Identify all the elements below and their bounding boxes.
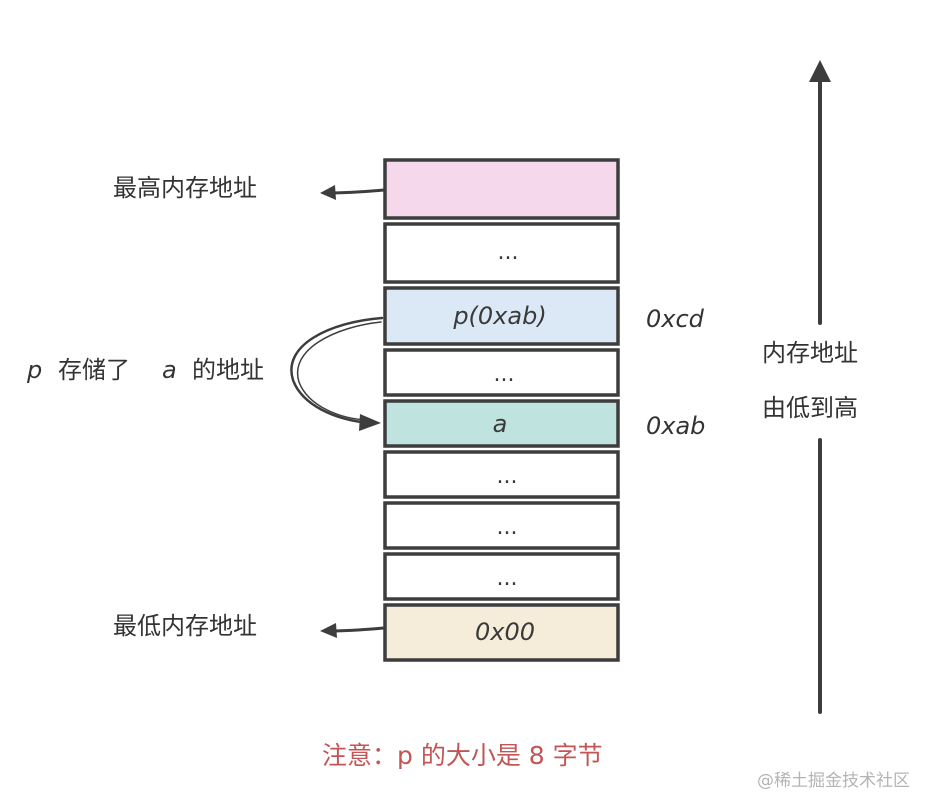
highest-address-arrow: [320, 185, 386, 200]
memory-cell-dots: ...: [383, 450, 620, 499]
memory-cell-dots: ...: [383, 222, 620, 284]
cell-box: [383, 222, 620, 284]
variable-a-address: 0xab: [646, 412, 705, 440]
cell-label: 0x00: [475, 618, 535, 646]
cell-box: [383, 399, 620, 448]
memory-cell-dots: ...: [383, 348, 620, 397]
watermark: @稀土掘金技术社区: [757, 771, 910, 791]
cell-label: a: [493, 410, 508, 438]
memory-stack: ... p(0xab) ... a ... ... ... 0x00: [383, 158, 620, 662]
pointer-label-stores: 存储了: [58, 356, 130, 384]
direction-label-line1: 内存地址: [762, 339, 858, 367]
cell-box: [383, 501, 620, 550]
memory-cell-highest: [383, 158, 620, 220]
direction-label-line2: 由低到高: [762, 394, 858, 422]
pointer-variable-a: a: [162, 356, 177, 384]
cell-box: [383, 158, 620, 220]
direction-arrow: [809, 60, 831, 714]
size-note: 注意：p 的大小是 8 字节: [322, 741, 603, 770]
cell-box: [383, 603, 620, 662]
cell-box: [383, 348, 620, 397]
cell-label: ...: [498, 240, 519, 265]
cell-label: ...: [494, 362, 515, 387]
highest-address-label: 最高内存地址: [113, 174, 257, 202]
pointer-variable-p: p: [26, 356, 42, 384]
pointer-label-address: 的地址: [192, 356, 264, 384]
cell-box: [383, 286, 620, 346]
cell-label: ...: [497, 464, 518, 489]
cell-label: ...: [497, 566, 518, 591]
cell-label: ...: [497, 515, 518, 540]
memory-cell-dots: ...: [383, 552, 620, 601]
lowest-address-label: 最低内存地址: [113, 612, 257, 640]
pointer-label: p 存储了 a 的地址: [26, 356, 264, 384]
lowest-address-arrow: [320, 623, 386, 638]
cell-box: [383, 552, 620, 601]
cell-box: [383, 450, 620, 499]
pointer-curve-arrow: [290, 316, 384, 431]
memory-cell-dots: ...: [383, 501, 620, 550]
memory-cell-pointer: p(0xab): [383, 286, 620, 346]
memory-cell-a: a: [383, 399, 620, 448]
cell-label: p(0xab): [452, 302, 546, 330]
pointer-address: 0xcd: [646, 305, 705, 333]
memory-cell-lowest: 0x00: [383, 603, 620, 662]
